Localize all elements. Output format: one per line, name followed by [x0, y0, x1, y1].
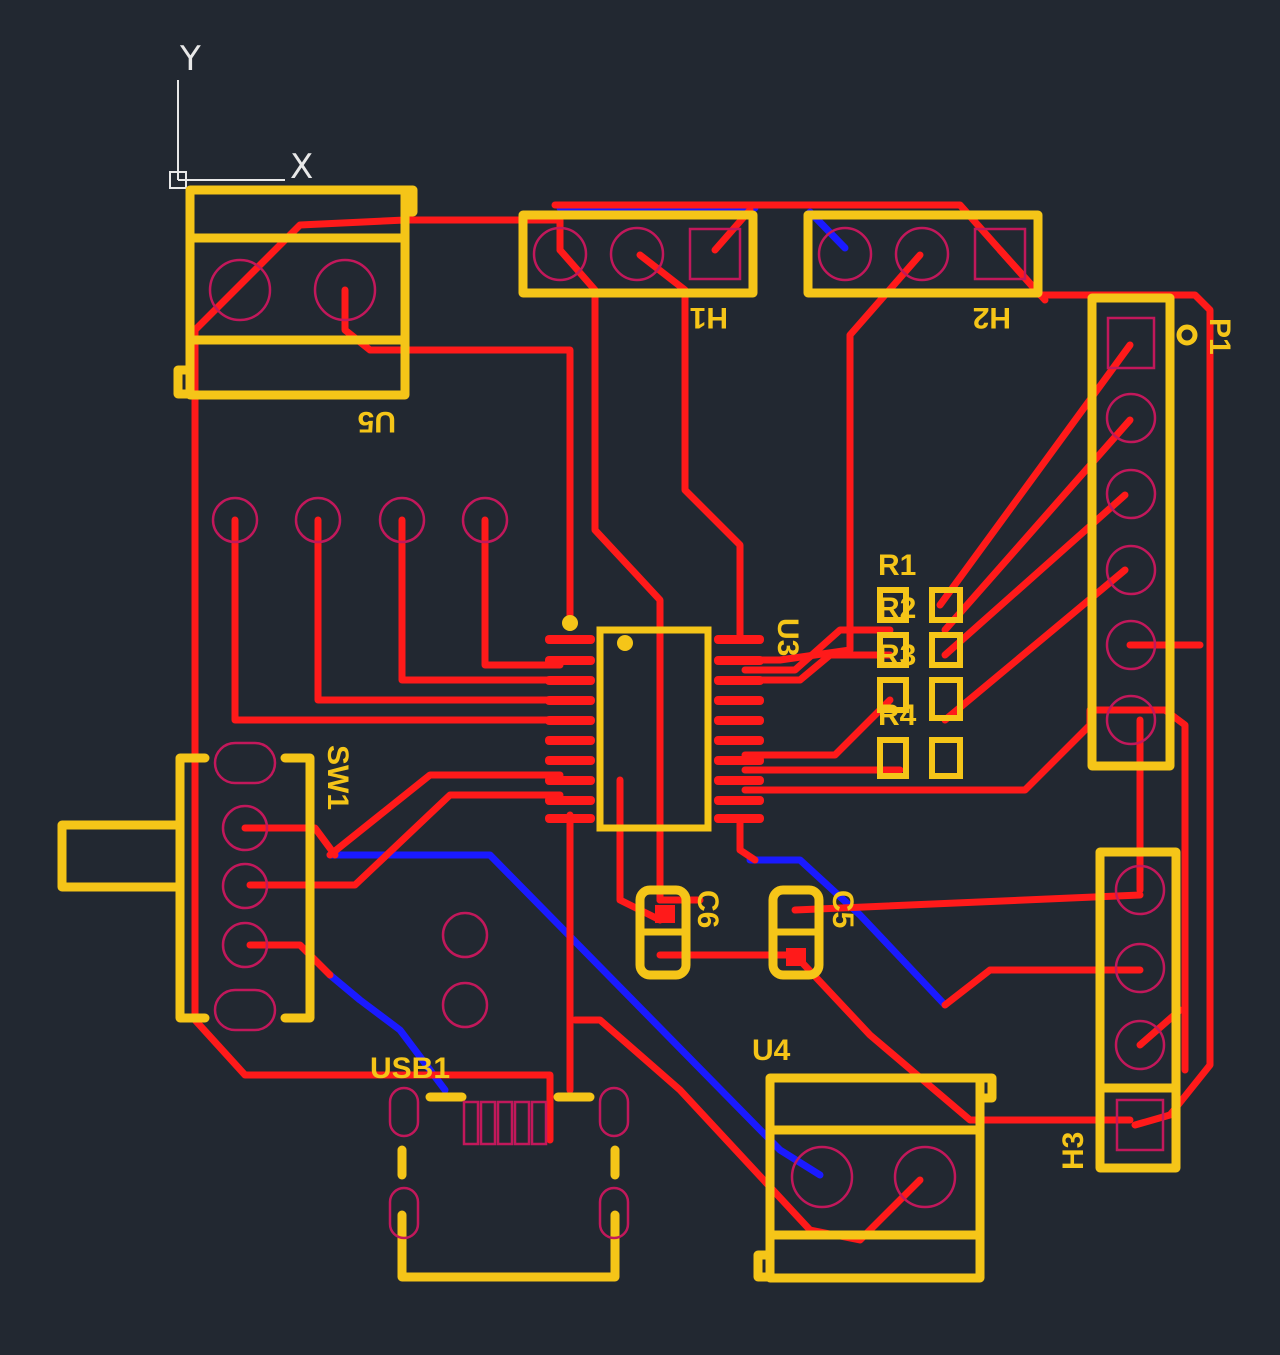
top-layer-traces [191, 201, 1214, 1244]
u5-label: U5 [358, 405, 396, 438]
h1-header[interactable]: H1 [518, 210, 758, 334]
u3-label: U3 [771, 618, 804, 656]
r2-label: R2 [878, 592, 916, 625]
c5-label: C5 [826, 890, 859, 928]
u5-connector[interactable]: U5 [173, 185, 418, 438]
p1-header[interactable]: P1 [1087, 293, 1236, 771]
sw1-switch[interactable]: SW1 [57, 741, 354, 1032]
origin-axis-marker: Y X [169, 39, 313, 189]
c5-capacitor[interactable]: C5 [768, 885, 859, 980]
c6-capacitor[interactable]: C6 [635, 885, 724, 980]
mounting-holes [441, 911, 489, 1029]
c6-label: C6 [691, 890, 724, 928]
resistor-array[interactable]: R1 R2 R3 R4 [877, 549, 963, 779]
x-axis-label: X [290, 147, 313, 187]
h3-header[interactable]: H3 [1057, 847, 1181, 1173]
via-row [211, 496, 509, 544]
u3-ic[interactable]: U3 [545, 615, 804, 832]
u3-right-pins [714, 635, 764, 823]
sw1-label: SW1 [321, 745, 354, 810]
r1-label: R1 [878, 549, 916, 582]
r3-label: R3 [878, 639, 916, 672]
u4-connector[interactable]: U4 [752, 1034, 997, 1283]
u3-left-pins [545, 635, 595, 823]
u4-label: U4 [752, 1034, 791, 1067]
usb1-connector[interactable]: USB1 [370, 1052, 630, 1282]
h3-label: H3 [1057, 1132, 1090, 1170]
usb1-pins [462, 1100, 548, 1146]
p1-label: P1 [1203, 318, 1236, 355]
h1-label: H1 [690, 301, 728, 334]
y-axis-label: Y [179, 39, 201, 79]
h2-label: H2 [973, 301, 1011, 334]
h2-header[interactable]: H2 [803, 210, 1043, 334]
r4-label: R4 [878, 699, 917, 732]
usb1-label: USB1 [370, 1052, 450, 1085]
